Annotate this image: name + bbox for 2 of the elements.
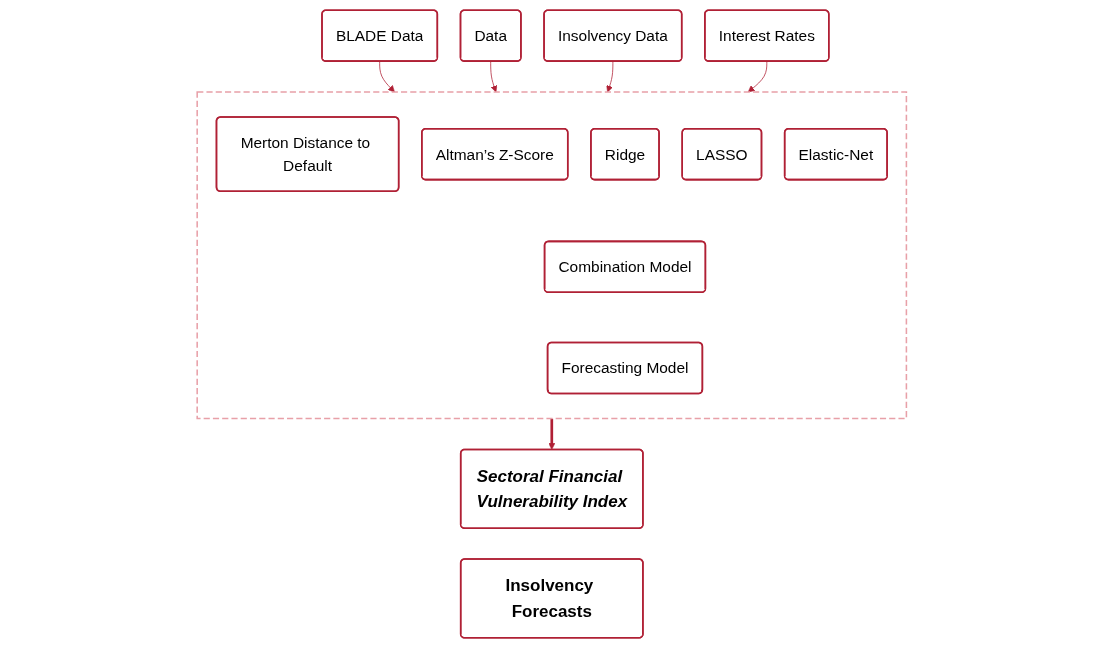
arrow (548, 418, 556, 450)
cluster (196, 91, 908, 420)
